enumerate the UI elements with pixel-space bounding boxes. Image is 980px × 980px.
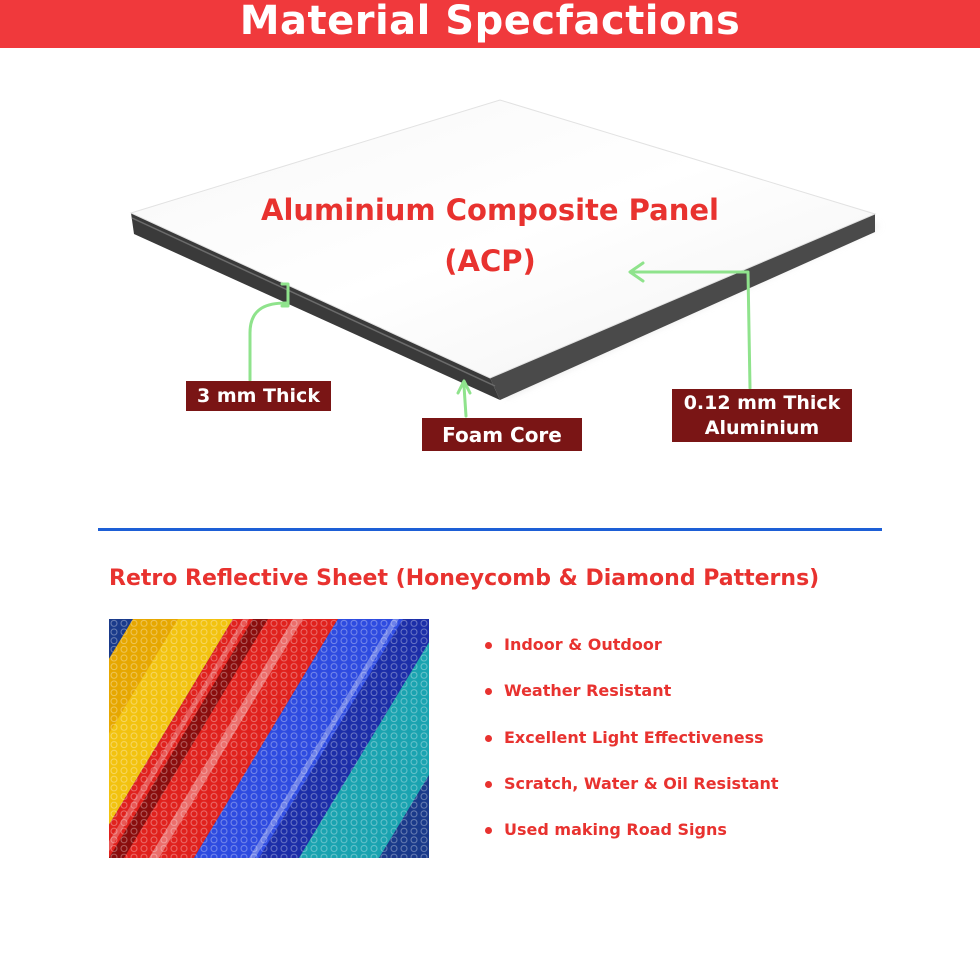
panel-top-face bbox=[129, 99, 877, 379]
arrow-foam-core-head bbox=[456, 379, 472, 395]
feature-list: Indoor & Outdoor Weather Resistant Excel… bbox=[484, 630, 779, 861]
section-divider bbox=[98, 528, 882, 531]
bullet-icon bbox=[485, 780, 492, 788]
feature-text: Weather Resistant bbox=[504, 681, 672, 701]
page-title: Material Specfactions bbox=[239, 0, 741, 44]
acp-title-line1: Aluminium Composite Panel bbox=[261, 193, 719, 227]
label-thickness: 3 mm Thick bbox=[186, 381, 331, 411]
arrow-aluminium bbox=[630, 270, 752, 390]
label-aluminium-line1: 0.12 mm Thick bbox=[683, 391, 841, 414]
feature-text: Scratch, Water & Oil Resistant bbox=[504, 773, 779, 793]
acp-panel-figure: Aluminium Composite Panel (ACP) 3 mm Thi… bbox=[0, 48, 980, 478]
list-item: Excellent Light Effectiveness bbox=[484, 723, 779, 769]
label-aluminium-skin: 0.12 mm Thick Aluminium bbox=[672, 389, 852, 442]
arrow-thickness bbox=[248, 301, 288, 382]
arrow-aluminium-head bbox=[628, 261, 645, 283]
panel-edge-highlight bbox=[131, 217, 496, 387]
list-item: Indoor & Outdoor bbox=[484, 630, 779, 676]
bullet-icon bbox=[485, 688, 492, 696]
sheet-glare-1 bbox=[149, 619, 303, 858]
bullet-icon bbox=[485, 734, 492, 742]
acp-panel-illustration bbox=[129, 99, 880, 418]
arrow-thickness-bracket bbox=[280, 282, 290, 308]
feature-text: Used making Road Signs bbox=[504, 820, 727, 840]
label-aluminium-line2: Aluminium bbox=[704, 416, 820, 439]
arrow-foam-core bbox=[462, 384, 468, 418]
acp-title-line2: (ACP) bbox=[444, 244, 536, 278]
panel-right-edge bbox=[490, 214, 875, 400]
sheet-glare-2 bbox=[249, 619, 399, 858]
list-item: Weather Resistant bbox=[484, 676, 779, 722]
bullet-icon bbox=[485, 827, 492, 835]
bullet-icon bbox=[485, 642, 492, 649]
list-item: Scratch, Water & Oil Resistant bbox=[484, 769, 779, 815]
feature-text: Indoor & Outdoor bbox=[504, 635, 662, 654]
reflective-sheet-title: Retro Reflective Sheet (Honeycomb & Diam… bbox=[109, 566, 820, 591]
label-foam-core: Foam Core bbox=[422, 418, 582, 451]
list-item: Used making Road Signs bbox=[484, 815, 779, 861]
reflective-sheet-photo bbox=[109, 619, 429, 858]
feature-text: Excellent Light Effectiveness bbox=[504, 727, 764, 747]
header-banner: Material Specfactions bbox=[0, 0, 980, 48]
